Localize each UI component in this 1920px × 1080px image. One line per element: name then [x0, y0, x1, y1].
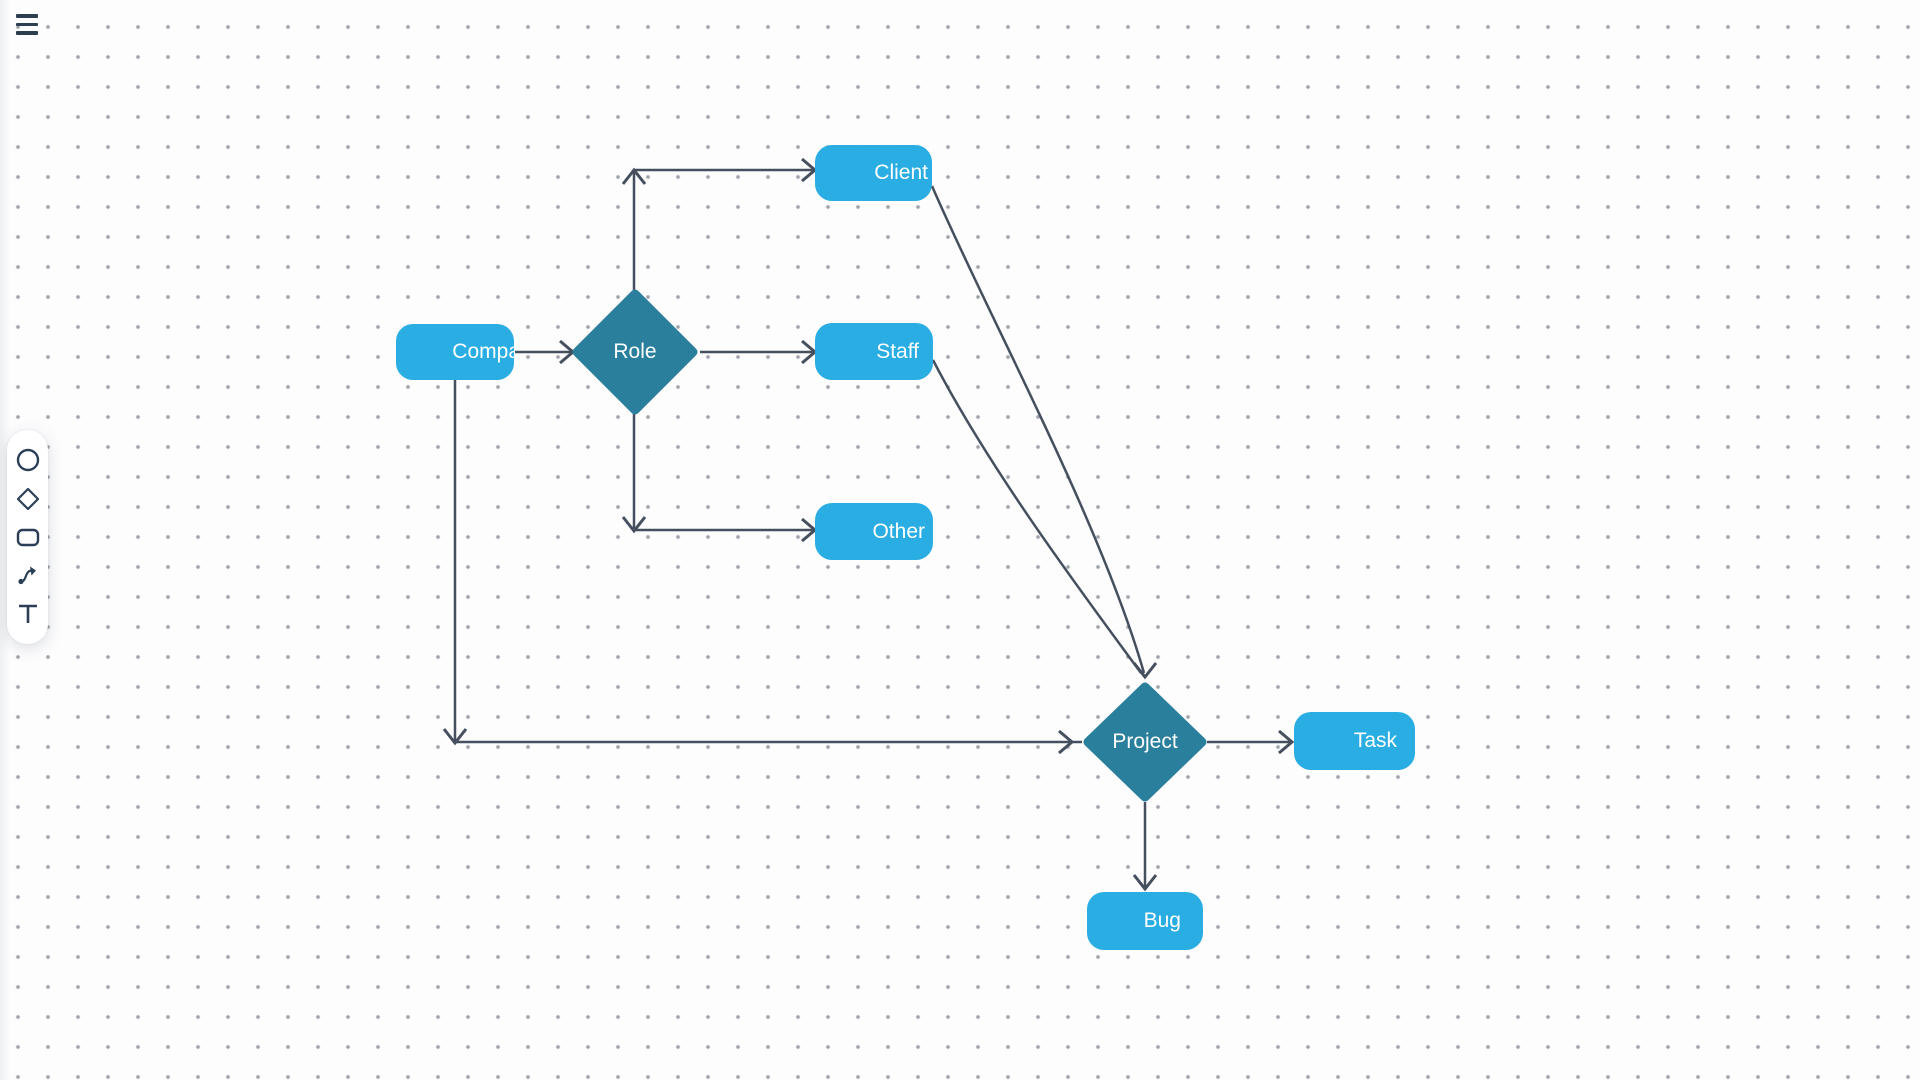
- connector-client-project[interactable]: [930, 185, 1146, 674]
- node-project-label: Project: [1112, 730, 1178, 753]
- node-client[interactable]: Client: [815, 145, 932, 201]
- connector-staff-project[interactable]: [931, 359, 1158, 680]
- connector-company-project[interactable]: [442, 380, 1082, 755]
- diamond-shape: [572, 289, 698, 415]
- diamond-tool-icon[interactable]: [14, 485, 42, 513]
- node-role[interactable]: Role: [571, 288, 699, 416]
- node-task[interactable]: Task: [1294, 712, 1415, 770]
- node-staff[interactable]: Staff: [815, 323, 933, 380]
- node-project[interactable]: Project: [1083, 682, 1207, 802]
- connector-company-role[interactable]: [515, 339, 576, 365]
- rectangle-tool-icon[interactable]: [14, 523, 42, 551]
- node-other-label: Other: [872, 519, 925, 543]
- node-company-label: Compa: [452, 340, 514, 363]
- node-role-label: Role: [613, 340, 657, 363]
- text-tool-icon[interactable]: [14, 600, 42, 628]
- connector-role-client[interactable]: [621, 157, 818, 292]
- menu-icon[interactable]: [16, 14, 38, 35]
- connector-role-other[interactable]: [621, 412, 818, 543]
- connector-role-staff[interactable]: [700, 339, 818, 365]
- node-staff-label: Staff: [876, 339, 919, 363]
- shape-palette: [7, 430, 48, 644]
- connector-tool-icon[interactable]: [14, 561, 42, 589]
- connector-project-bug[interactable]: [1132, 802, 1158, 892]
- node-client-label: Client: [874, 161, 928, 184]
- node-other[interactable]: Other: [815, 503, 933, 560]
- node-task-label: Task: [1353, 729, 1397, 752]
- node-bug[interactable]: Bug: [1087, 892, 1203, 950]
- ellipse-tool-icon[interactable]: [14, 446, 42, 474]
- node-company[interactable]: Compa: [396, 324, 514, 380]
- diamond-shape: [1083, 682, 1207, 802]
- connector-project-task[interactable]: [1207, 729, 1295, 755]
- node-bug-label: Bug: [1143, 909, 1181, 932]
